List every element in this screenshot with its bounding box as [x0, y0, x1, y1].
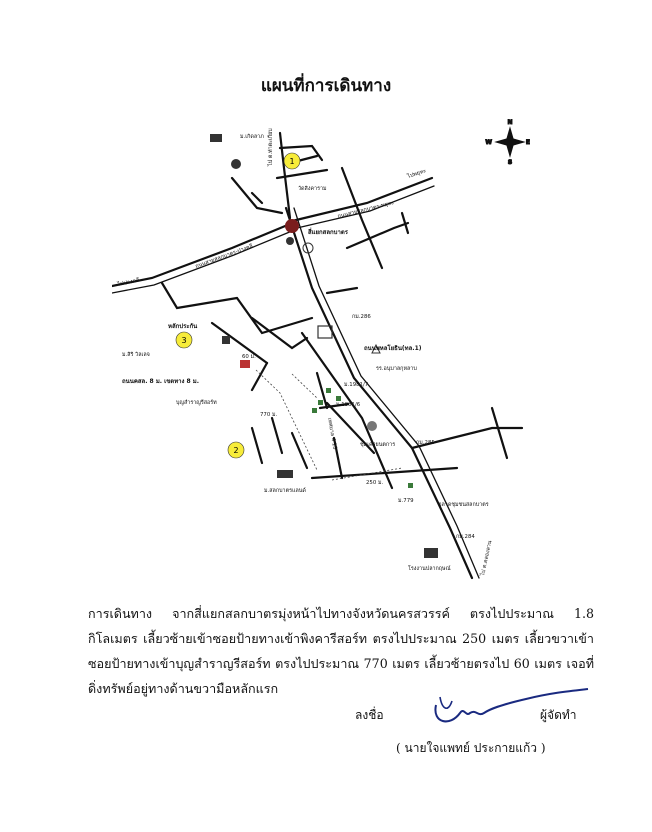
- star-icon: [231, 159, 241, 169]
- marker-3: [175, 331, 193, 349]
- label-distance-250: 250 ม.: [366, 480, 384, 486]
- road-to-phayuha: [290, 176, 434, 223]
- label-car-shop: ชุมเครยนตการ: [360, 441, 395, 448]
- label-village-kerdlab: ม.เกิดลาภ: [240, 133, 264, 140]
- school-icon: [371, 343, 381, 354]
- shop-icon: [210, 134, 222, 142]
- marker-1: [283, 152, 301, 170]
- signature-image: [434, 688, 589, 723]
- label-resort: บุญสำราญรีสอร์ท: [176, 399, 217, 406]
- label-school: รร.อนุบาลกุหลาบ: [376, 366, 417, 372]
- label-km-779: ม.779: [398, 498, 414, 504]
- route-map: 1 2 3 N S E W ม.เกิดลาภ ไป ต.ท่าตะเกียบ: [112, 119, 530, 580]
- resort-lane: [250, 361, 269, 392]
- label-village-1981-6: ม.1981/6: [336, 402, 361, 408]
- label-distance-60: 60 ม.: [242, 354, 256, 360]
- marker-2-label: 2: [233, 446, 238, 455]
- signature-label: ลงชื่อ: [355, 708, 384, 722]
- junction-marker: [285, 219, 299, 233]
- marker-3-label: 3: [181, 336, 186, 345]
- label-landmark-lak: หลักประกัน: [168, 322, 198, 330]
- compass-w: W: [485, 139, 492, 146]
- compass-e: E: [526, 139, 530, 146]
- label-village-sakonbat: ม.สลกบาตรแลนด์: [264, 487, 306, 494]
- compass-n: N: [507, 119, 512, 126]
- organizer-role: ผู้จัดทำ: [540, 708, 577, 722]
- label-road-pangkhli: ถนนสายสลกบาตร-ปางคลี: [194, 243, 253, 270]
- highway-phahonyothin-inner: [293, 207, 480, 579]
- label-wat-singharam: วัดสิงคาราม: [298, 185, 327, 192]
- road-to-pangkhli: [112, 222, 292, 288]
- label-road-phahonyothin: ถนนพหลโยธิน(ทล.1): [364, 344, 422, 352]
- label-to-pangkhli: ไปปางคลี: [116, 277, 140, 289]
- label-distance-770: 770 ม.: [260, 412, 278, 418]
- road-to-tha-takiap: [278, 131, 292, 220]
- label-village-siri: ม.สิริ วิลเลจ: [122, 351, 150, 358]
- label-to-phayuha: ไปพยุหะ: [406, 167, 428, 180]
- seven-eleven-icon: [317, 325, 333, 339]
- gas-station-icon: [302, 242, 314, 254]
- label-to-tha-takiap: ไป ต.ท่าตะเกียบ: [267, 128, 274, 167]
- landmark-icon: [222, 336, 230, 344]
- label-soi-413: เทศบาล 4 13: [326, 417, 339, 450]
- page-title: แผนที่การเดินทาง: [260, 76, 392, 96]
- highway-phahonyothin: [284, 206, 474, 580]
- label-km-286: กม.286: [352, 314, 371, 320]
- label-soi-sign: ถนนคสล. 8 ม. เขตทาง 8 ม.: [122, 378, 199, 385]
- marker-2: [227, 441, 245, 459]
- label-factory: โรงงานปลากฤษณ์: [408, 565, 451, 572]
- label-to-khlong-lan: ไป ต.คลองลาน: [479, 540, 494, 578]
- village-sign-icon: [277, 470, 293, 478]
- label-village-1981-7: ม.1981/7: [344, 382, 368, 388]
- resort-icon: [240, 360, 250, 368]
- marker-1-label: 1: [289, 157, 294, 166]
- label-junction: สี่แยกสลกบาตร: [308, 227, 349, 236]
- label-market: ตลาดชุมชนสลกบาตร: [438, 501, 489, 508]
- signer-name: ( นายใจแพทย์ ประกายแก้ว ): [396, 741, 546, 755]
- traffic-light-icon: [286, 237, 294, 245]
- compass-rose: N S E W: [485, 119, 530, 167]
- label-km-285: กม.285: [416, 440, 435, 446]
- label-km-284: กม.284: [456, 534, 475, 540]
- route-description: การเดินทาง จากสี่แยกสลกบาตรมุ่งหน้าไปทาง…: [88, 606, 594, 696]
- compass-s: S: [508, 159, 512, 166]
- factory-icon: [424, 548, 438, 558]
- car-shop-icon: [367, 421, 377, 431]
